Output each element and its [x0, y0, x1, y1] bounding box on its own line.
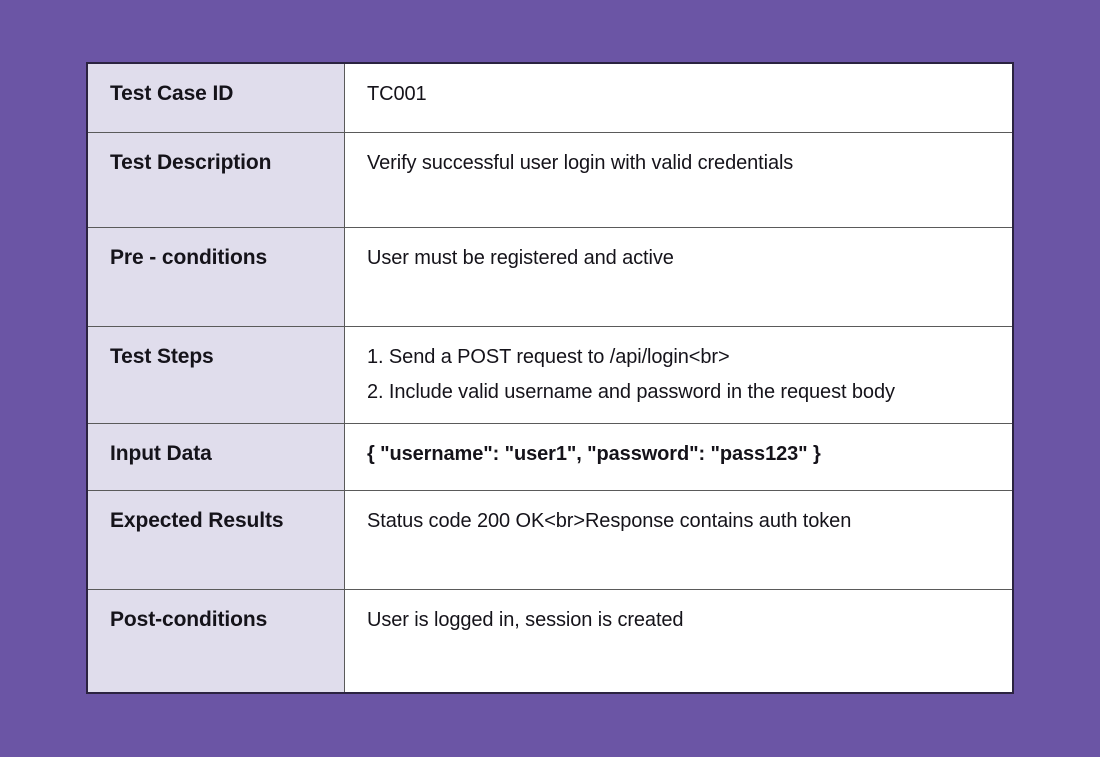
- row-value-test-description: Verify successful user login with valid …: [344, 132, 1014, 228]
- table-row: Test Description Verify successful user …: [86, 132, 1014, 228]
- value-line: User is logged in, session is created: [367, 609, 684, 631]
- row-label-pre-conditions: Pre - conditions: [86, 227, 345, 327]
- value-line: { "username": "user1", "password": "pass…: [367, 443, 821, 465]
- table-row: Expected Results Status code 200 OK<br>R…: [86, 490, 1014, 590]
- value-line: Status code 200 OK<br>Response contains …: [367, 510, 852, 532]
- row-value-test-steps: 1. Send a POST request to /api/login<br>…: [344, 326, 1014, 424]
- row-value-input-data: { "username": "user1", "password": "pass…: [344, 423, 1014, 491]
- table-row: Pre - conditions User must be registered…: [86, 227, 1014, 327]
- row-label-test-steps: Test Steps: [86, 326, 345, 424]
- row-value-test-case-id: TC001: [344, 62, 1014, 133]
- table-row: Test Case ID TC001: [86, 62, 1014, 133]
- row-label-expected-results: Expected Results: [86, 490, 345, 590]
- value-line-step-2: 2. Include valid username and password i…: [367, 381, 895, 403]
- value-line: User must be registered and active: [367, 247, 674, 269]
- table-row: Post-conditions User is logged in, sessi…: [86, 589, 1014, 694]
- value-line: TC001: [367, 83, 427, 105]
- row-value-expected-results: Status code 200 OK<br>Response contains …: [344, 490, 1014, 590]
- row-value-post-conditions: User is logged in, session is created: [344, 589, 1014, 694]
- row-label-input-data: Input Data: [86, 423, 345, 491]
- row-label-test-description: Test Description: [86, 132, 345, 228]
- value-line-step-1: 1. Send a POST request to /api/login<br>: [367, 346, 730, 368]
- row-value-pre-conditions: User must be registered and active: [344, 227, 1014, 327]
- table-row: Input Data { "username": "user1", "passw…: [86, 423, 1014, 491]
- test-case-table-body: Test Case ID TC001 Test Description Veri…: [86, 62, 1014, 694]
- test-case-table: Test Case ID TC001 Test Description Veri…: [86, 62, 1014, 694]
- row-label-test-case-id: Test Case ID: [86, 62, 345, 133]
- table-row: Test Steps 1. Send a POST request to /ap…: [86, 326, 1014, 424]
- value-line: Verify successful user login with valid …: [367, 152, 794, 174]
- row-label-post-conditions: Post-conditions: [86, 589, 345, 694]
